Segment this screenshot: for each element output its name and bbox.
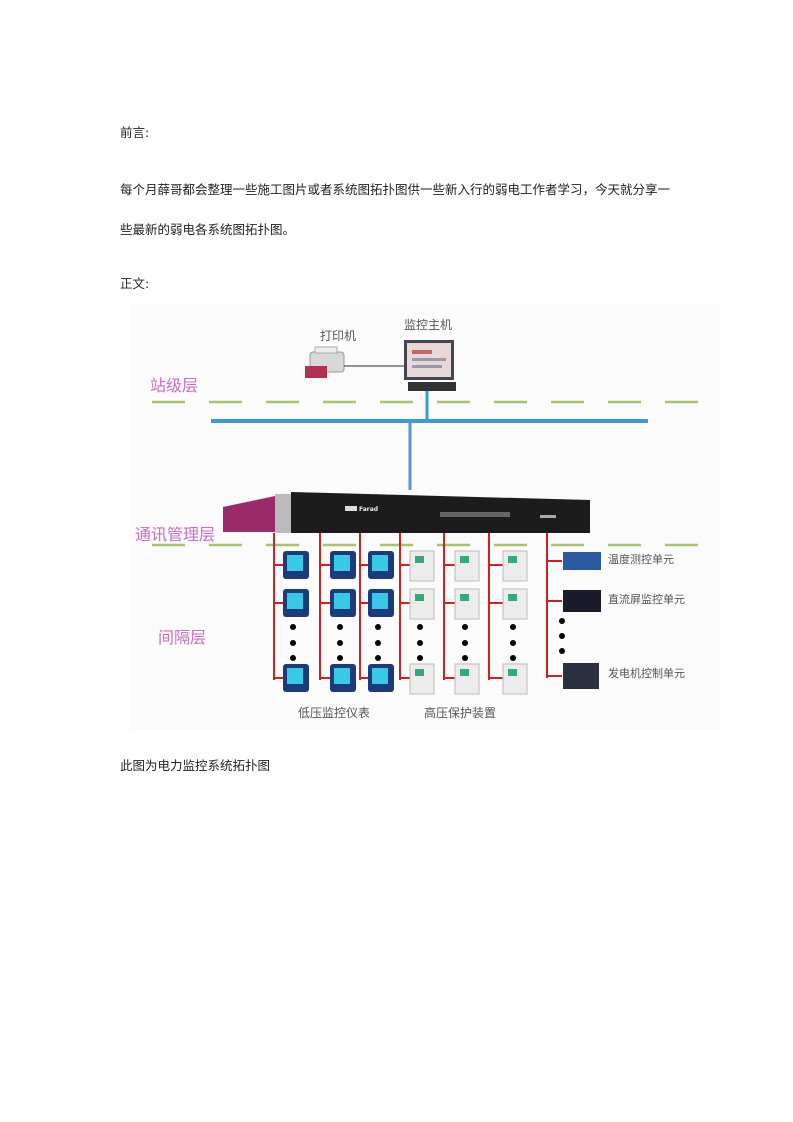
- ellipsis-dot: [337, 640, 343, 646]
- ellipsis-dot: [290, 624, 296, 630]
- body-heading: 正文:: [120, 276, 150, 291]
- ellipsis-dot: [375, 640, 381, 646]
- protection-relay-icon: [502, 550, 528, 582]
- ellipsis-dot: [462, 655, 468, 661]
- group-label-high-voltage: 高压保护装置: [424, 705, 496, 720]
- temperature-unit-icon: [563, 552, 601, 570]
- meter-screen: [287, 555, 303, 571]
- power-monitoring-topology-diagram: 打印机 监控主机 站级层 Farad 通讯管理层 间隔层 低压监控仪表 高压保护…: [130, 305, 720, 730]
- intro-heading: 前言:: [120, 125, 150, 140]
- relay-display: [460, 556, 469, 563]
- ellipsis-dot: [375, 624, 381, 630]
- protection-relay-icon: [454, 663, 480, 695]
- ellipsis-dot: [559, 648, 565, 654]
- layer-label-bay: 间隔层: [158, 628, 206, 647]
- relay-display: [508, 556, 517, 563]
- meter-screen: [334, 555, 350, 571]
- device-brand: Farad: [359, 506, 378, 513]
- ellipsis-dot: [417, 640, 423, 646]
- unit-label-temperature: 温度测控单元: [608, 552, 674, 566]
- layer-label-station: 站级层: [150, 376, 198, 395]
- layer-divider-lines: [152, 400, 698, 547]
- relay-display: [415, 556, 424, 563]
- relay-display: [508, 669, 517, 676]
- meter-screen: [334, 593, 350, 609]
- ellipsis-dot: [559, 618, 565, 624]
- bay-devices: [273, 533, 601, 695]
- meter-screen: [372, 668, 388, 684]
- printer-icon: [305, 346, 345, 378]
- intro-paragraph-line-1: 每个月薛哥都会整理一些施工图片或者系统图拓扑图供一些新入行的弱电工作者学习，今天…: [120, 182, 671, 197]
- meter-screen: [287, 668, 303, 684]
- ellipsis-dot: [375, 655, 381, 661]
- ellipsis-dot: [290, 655, 296, 661]
- protection-relay-icon: [454, 550, 480, 582]
- printer-label: 打印机: [320, 329, 356, 343]
- ellipsis-dot: [510, 624, 516, 630]
- monitoring-host-icon: [404, 340, 456, 391]
- dc-panel-unit-icon: [563, 590, 601, 612]
- ellipsis-dot: [510, 640, 516, 646]
- relay-display: [508, 594, 517, 601]
- protection-relay-icon: [409, 550, 435, 582]
- communication-manager-device: Farad: [223, 492, 590, 533]
- protection-relay-icon: [409, 588, 435, 620]
- generator-unit-icon: [563, 663, 599, 689]
- meter-screen: [372, 555, 388, 571]
- relay-display: [460, 669, 469, 676]
- layer-label-comm: 通讯管理层: [135, 525, 215, 544]
- protection-relay-icon: [409, 663, 435, 695]
- host-label: 监控主机: [404, 318, 452, 332]
- ellipsis-dot: [417, 624, 423, 630]
- relay-display: [415, 594, 424, 601]
- group-label-low-voltage: 低压监控仪表: [298, 706, 370, 720]
- meter-screen: [372, 593, 388, 609]
- meter-screen: [334, 668, 350, 684]
- relay-display: [415, 669, 424, 676]
- relay-display: [460, 594, 469, 601]
- unit-label-generator: 发电机控制单元: [608, 666, 685, 680]
- protection-relay-icon: [502, 663, 528, 695]
- ellipsis-dot: [510, 655, 516, 661]
- unit-label-dc-panel: 直流屏监控单元: [608, 592, 685, 606]
- intro-paragraph-line-2: 些最新的弱电各系统图拓扑图。: [120, 222, 296, 237]
- ellipsis-dot: [337, 624, 343, 630]
- ellipsis-dot: [290, 640, 296, 646]
- ellipsis-dot: [417, 655, 423, 661]
- ellipsis-dot: [337, 655, 343, 661]
- meter-screen: [287, 593, 303, 609]
- ellipsis-dot: [462, 640, 468, 646]
- figure-caption: 此图为电力监控系统拓扑图: [120, 758, 271, 773]
- ellipsis-dot: [462, 624, 468, 630]
- protection-relay-icon: [502, 588, 528, 620]
- protection-relay-icon: [454, 588, 480, 620]
- ellipsis-dot: [559, 633, 565, 639]
